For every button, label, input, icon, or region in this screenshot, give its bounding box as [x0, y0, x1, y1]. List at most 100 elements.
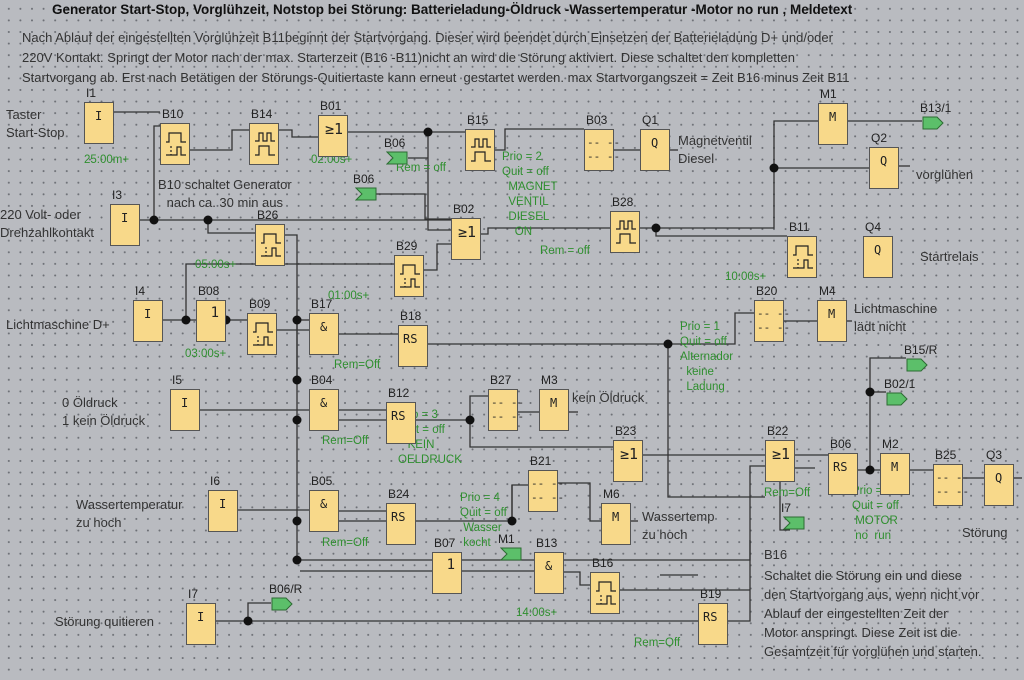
block-q3[interactable]: Q: [984, 464, 1014, 506]
input-connector-flag-icon[interactable]: [499, 547, 522, 566]
block-id-label: Q2: [871, 131, 888, 145]
block-b06[interactable]: RS: [828, 453, 858, 495]
param-b21-message: Prio = 4 Quit = off Wasser kocht: [460, 492, 507, 549]
block-b11[interactable]: [787, 236, 817, 278]
block-id-label: M2: [882, 437, 899, 451]
block-b28[interactable]: [610, 211, 640, 253]
input-connector-flag-icon[interactable]: [782, 516, 805, 535]
block-b27[interactable]: -- -- -- --: [488, 389, 524, 431]
label-taster: Taster Start-Stop: [6, 107, 65, 140]
output-connector-flag-icon[interactable]: [906, 358, 928, 377]
block-q1[interactable]: Q: [640, 129, 670, 171]
output-connector-flag-icon[interactable]: [271, 597, 293, 616]
input-connector-flag-icon[interactable]: [354, 187, 377, 206]
block-symbol: M: [891, 460, 899, 474]
block-id-label: B05: [311, 474, 333, 488]
block-b26[interactable]: [255, 224, 285, 266]
block-b12[interactable]: RS: [386, 402, 416, 444]
block-m1[interactable]: M: [818, 103, 848, 145]
wire: [869, 357, 906, 470]
block-i4[interactable]: I: [133, 300, 163, 342]
block-b22[interactable]: ≥1: [765, 440, 795, 482]
label-220v: 220 Volt- oder Drehzahlkontakt: [0, 207, 94, 240]
block-id-label: B19: [700, 587, 722, 601]
diagram-title: Generator Start-Stop, Vorglühzeit, Notst…: [52, 2, 853, 17]
block-b29[interactable]: [394, 255, 424, 297]
block-b16[interactable]: [590, 572, 620, 614]
block-b02[interactable]: ≥1: [451, 218, 481, 260]
wire: [207, 220, 255, 234]
param-b03-message: Prio = 2 Quit = off MAGNET VENTIL DIESEL…: [502, 151, 558, 238]
block-m6[interactable]: M: [601, 503, 631, 545]
block-b04[interactable]: &: [309, 389, 339, 431]
block-symbol: Q: [651, 136, 659, 150]
block-b15[interactable]: [465, 129, 495, 171]
wire: [216, 602, 271, 622]
output-connector-flag-icon[interactable]: [886, 392, 908, 411]
junction-dot: [243, 616, 253, 626]
wire: [779, 467, 815, 531]
block-symbol: I: [197, 610, 205, 624]
output-connector-flag-icon[interactable]: [922, 116, 944, 135]
block-b07[interactable]: 1: [432, 552, 462, 594]
block-symbol: -- -- -- --: [936, 471, 970, 498]
block-b10[interactable]: [160, 123, 190, 165]
block-id-label: B06: [830, 437, 852, 451]
block-id-label: B20: [756, 284, 778, 298]
block-b01[interactable]: ≥1: [318, 115, 348, 157]
block-symbol: -- -- -- --: [531, 477, 565, 504]
block-i5[interactable]: I: [170, 389, 200, 431]
block-symbol: ≥1: [772, 445, 791, 463]
connector-label: B06/R: [269, 582, 303, 596]
block-symbol: I: [95, 109, 103, 123]
on-delay-timer-icon: [164, 129, 188, 164]
block-i1[interactable]: I: [84, 102, 114, 144]
block-b18[interactable]: RS: [398, 325, 428, 367]
wire: [140, 125, 160, 221]
block-b23[interactable]: ≥1: [613, 440, 643, 482]
wire: [424, 243, 451, 271]
block-symbol: Q: [880, 154, 888, 168]
block-b08[interactable]: 1: [196, 300, 226, 342]
block-b21[interactable]: -- -- -- --: [528, 470, 564, 512]
block-b14[interactable]: [249, 123, 279, 165]
block-m2[interactable]: M: [880, 453, 910, 495]
label-lima-laedt-nicht: Lichtmaschine lädt nicht: [854, 301, 938, 334]
block-symbol: RS: [833, 460, 848, 474]
block-b05[interactable]: &: [309, 490, 339, 532]
block-b13[interactable]: &: [534, 552, 564, 594]
block-i7[interactable]: I: [186, 603, 216, 645]
block-symbol: M: [828, 307, 836, 321]
on-delay-timer-icon: [594, 578, 618, 613]
pulse-relay-icon: [614, 217, 638, 252]
label-vorgluehen: vorglühen: [916, 167, 974, 182]
block-b09[interactable]: [247, 313, 277, 355]
timer-parameter: 03:00s+: [185, 348, 227, 360]
block-i3[interactable]: I: [110, 204, 140, 246]
block-i6[interactable]: I: [208, 490, 238, 532]
input-connector-flag-icon[interactable]: [385, 151, 408, 170]
block-b19[interactable]: RS: [698, 603, 728, 645]
block-id-label: M4: [819, 284, 836, 298]
label-magnetventil: Magnetventil Diesel: [678, 133, 752, 166]
block-id-label: B23: [615, 424, 637, 438]
block-b24[interactable]: RS: [386, 503, 416, 545]
block-id-label: M6: [603, 487, 620, 501]
label-b16-note: Schaltet die Störung ein und diese den S…: [764, 568, 982, 659]
junction-dot: [507, 516, 517, 526]
block-id-label: I5: [172, 373, 183, 387]
block-q4[interactable]: Q: [863, 236, 893, 278]
block-b20[interactable]: -- -- -- --: [754, 300, 790, 342]
block-m3[interactable]: M: [539, 389, 569, 431]
label-stoerung-quitieren: Störung quitieren: [55, 614, 155, 629]
wire: [495, 128, 584, 151]
param-b18-rem: Rem=Off: [334, 359, 381, 371]
wire: [564, 571, 590, 586]
block-b25[interactable]: -- -- -- --: [933, 464, 969, 506]
block-b17[interactable]: &: [309, 313, 339, 355]
block-b03[interactable]: -- -- -- --: [584, 129, 620, 171]
block-symbol: -- -- -- --: [587, 136, 621, 163]
block-m4[interactable]: M: [817, 300, 847, 342]
block-q2[interactable]: Q: [869, 147, 899, 189]
label-startrelais: Startrelais: [920, 249, 979, 264]
